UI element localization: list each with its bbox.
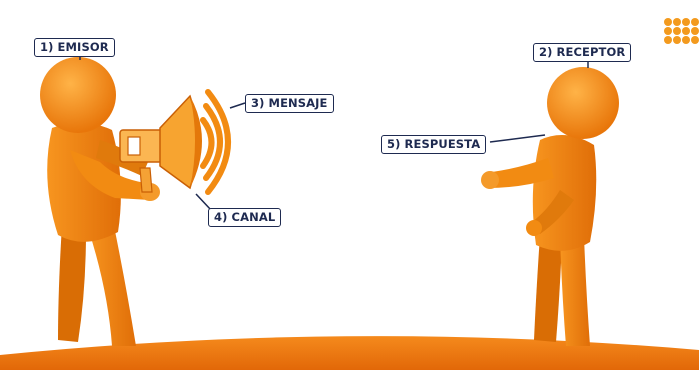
mensaje-connector	[230, 103, 245, 108]
receptor-figure	[481, 67, 619, 346]
label-respuesta: 5) RESPUESTA	[381, 135, 486, 154]
logo-dots-icon	[664, 18, 699, 44]
megaphone-icon	[120, 96, 202, 192]
label-receptor: 2) RECEPTOR	[533, 43, 631, 62]
label-emisor: 1) EMISOR	[34, 38, 115, 57]
respuesta-connector	[490, 135, 545, 142]
ground	[0, 336, 699, 370]
emisor-figure	[40, 57, 160, 346]
label-canal: 4) CANAL	[208, 208, 281, 227]
label-mensaje: 3) MENSAJE	[245, 94, 334, 113]
sound-waves-icon	[203, 92, 228, 192]
